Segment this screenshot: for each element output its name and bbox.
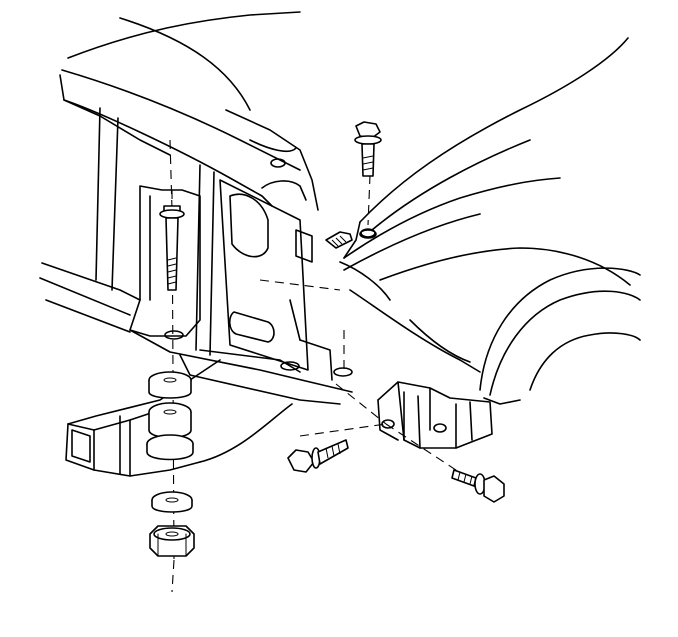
body-mount-cushion-upper	[148, 371, 192, 399]
frame-rail	[65, 359, 293, 477]
fender	[339, 37, 641, 405]
body-mount-washer	[151, 491, 193, 513]
body-mount-bolt	[159, 205, 185, 291]
fender-bracket	[377, 381, 493, 449]
panel-stud	[325, 231, 353, 249]
body-mount-cushion-lower	[146, 402, 194, 461]
radiator-support-panel	[39, 11, 376, 405]
body-mount-nut	[149, 525, 195, 557]
bracket-bolt-right	[451, 469, 505, 503]
bracket-bolt-left	[287, 439, 349, 473]
fender-bolt	[354, 121, 382, 177]
